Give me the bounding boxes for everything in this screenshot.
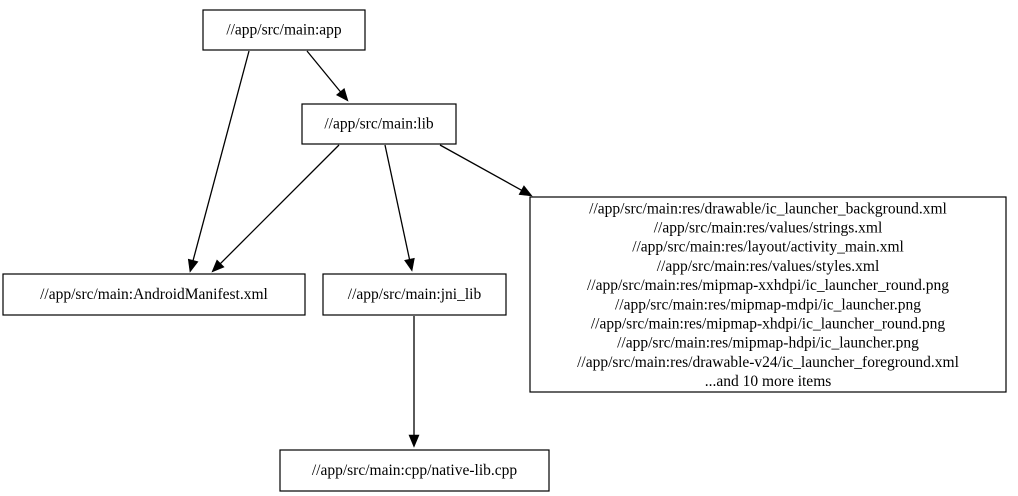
node-label-app: //app/src/main:app — [226, 22, 342, 39]
node-box-jni_lib[interactable] — [322, 273, 507, 316]
node-label-line: //app/src/main:res/drawable/ic_launcher_… — [589, 200, 947, 217]
graph-node-res_bundle[interactable]: //app/src/main:res/drawable/ic_launcher_… — [529, 196, 1007, 393]
node-label-line: //app/src/main:res/values/styles.xml — [657, 258, 880, 275]
node-label-jni_lib: //app/src/main:jni_lib — [348, 286, 482, 303]
node-label-line: //app/src/main:res/drawable-v24/ic_launc… — [577, 354, 959, 371]
graph-node-manifest[interactable]: //app/src/main:AndroidManifest.xml — [2, 273, 306, 316]
graph-edge-app-to-lib — [306, 50, 349, 102]
node-box-lib[interactable] — [301, 103, 457, 145]
edge-arrowhead — [404, 257, 415, 272]
graph-node-native_lib[interactable]: //app/src/main:cpp/native-lib.cpp — [279, 449, 550, 492]
graph-edge-app-to-manifest — [187, 50, 250, 273]
node-label-line: //app/src/main:res/layout/activity_main.… — [632, 239, 904, 256]
node-box-res_bundle[interactable] — [529, 196, 1007, 393]
node-label-line: ...and 10 more items — [705, 373, 832, 390]
edge-line — [306, 50, 343, 94]
edge-arrowhead — [211, 259, 225, 273]
node-label-line: //app/src/main:res/mipmap-xxhdpi/ic_laun… — [587, 277, 949, 294]
graph-edge-lib-to-res-bundle — [439, 144, 533, 197]
nodes-layer: //app/src/main:app //app/src/main:lib //ap… — [2, 9, 1007, 492]
graph-edge-lib-to-manifest — [211, 144, 340, 273]
node-label-res_bundle: //app/src/main:res/drawable/ic_launcher_… — [577, 200, 959, 390]
edge-line — [439, 144, 524, 192]
graph-node-app[interactable]: //app/src/main:app — [202, 9, 366, 51]
node-label-native_lib: //app/src/main:cpp/native-lib.cpp — [312, 462, 518, 479]
edge-line — [218, 144, 340, 266]
edge-arrowhead — [335, 88, 349, 102]
node-box-app[interactable] — [202, 9, 366, 51]
edge-arrowhead — [518, 185, 533, 197]
node-label-line: //app/src/main:res/values/strings.xml — [654, 219, 883, 236]
graph-node-lib[interactable]: //app/src/main:lib — [301, 103, 457, 145]
node-label-line: //app/src/main:res/mipmap-hdpi/ic_launch… — [617, 335, 919, 352]
node-label-manifest: //app/src/main:AndroidManifest.xml — [40, 286, 268, 303]
node-box-native_lib[interactable] — [279, 449, 550, 492]
edge-line — [191, 50, 250, 263]
edge-line — [384, 144, 411, 262]
graph-edge-lib-to-jni-lib — [384, 144, 415, 272]
node-box-manifest[interactable] — [2, 273, 306, 316]
edges-layer — [187, 50, 533, 448]
edge-arrowhead — [187, 258, 199, 273]
node-label-lib: //app/src/main:lib — [324, 116, 434, 133]
edge-arrowhead — [408, 434, 420, 448]
node-label-line: //app/src/main:res/mipmap-xhdpi/ic_launc… — [591, 315, 946, 332]
node-label-line: //app/src/main:res/mipmap-mdpi/ic_launch… — [615, 296, 921, 313]
graph-node-jni_lib[interactable]: //app/src/main:jni_lib — [322, 273, 507, 316]
graph-edge-jni-lib-to-native-lib — [408, 316, 420, 448]
